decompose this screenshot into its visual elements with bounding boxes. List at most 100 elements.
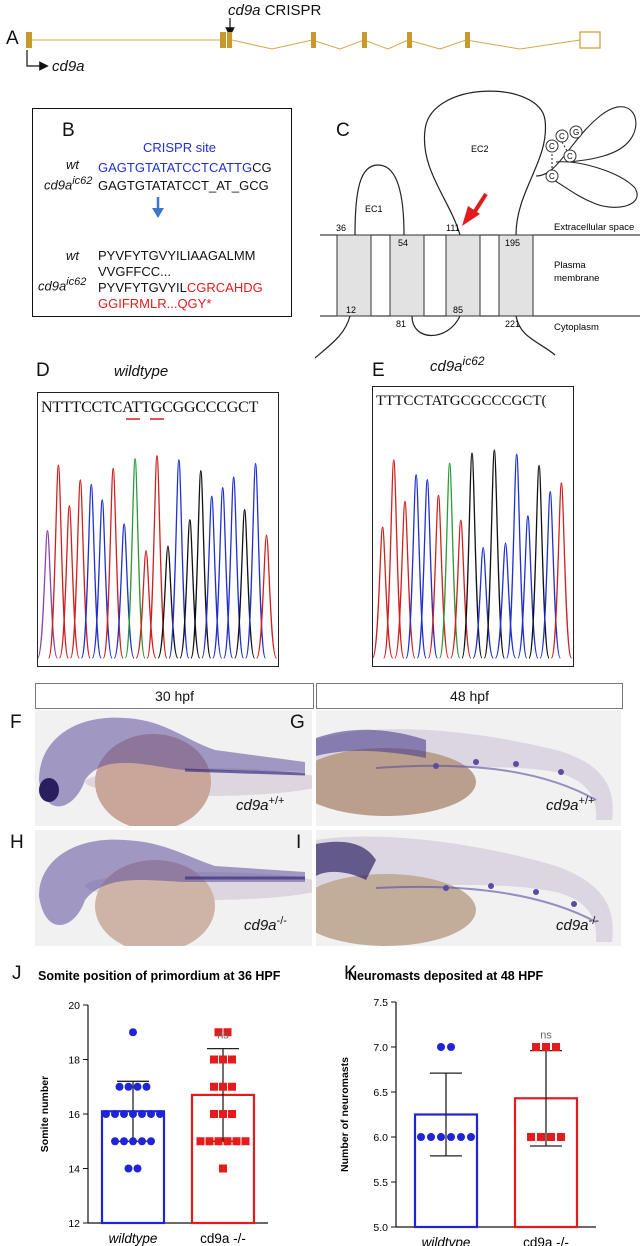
data-point [219, 1164, 227, 1173]
ic-loop [411, 315, 461, 337]
down-arrow-icon [152, 197, 164, 218]
trace-peak-T [256, 534, 278, 659]
trace-peak-T [373, 526, 394, 659]
wildtype-trace-peaks [38, 455, 278, 659]
y-axis-label: Number of neuromasts [339, 1057, 351, 1172]
data-point [228, 1110, 236, 1118]
embryo-image-i [296, 830, 621, 946]
data-point [214, 1137, 223, 1146]
y-tick-label: 18 [68, 1055, 80, 1067]
trace-peak-C [223, 476, 245, 659]
panel-label-g: G [290, 712, 305, 733]
mutant-base-calls: TTTCCTATGCGCCCGCT( [376, 393, 547, 409]
cys-label-2: C [559, 132, 565, 141]
panel-label-b: B [62, 120, 75, 141]
ec2-subloop-lower [549, 161, 638, 208]
data-point [111, 1110, 119, 1118]
cys-circle-2 [555, 129, 569, 143]
membrane-label-1: Plasma [554, 260, 586, 271]
significance-label: ns [540, 1030, 552, 1042]
mutant-trace-peaks [373, 449, 573, 659]
exon-5 [362, 32, 367, 48]
trace-peak-N [38, 530, 58, 659]
data-point [219, 1110, 227, 1118]
data-point [214, 1028, 223, 1037]
data-point [142, 1082, 151, 1091]
data-point [138, 1137, 146, 1146]
trace-peak-C [168, 459, 190, 659]
panel-label-a: A [6, 28, 19, 49]
col-header-48hpf: 48 hpf [316, 683, 623, 709]
data-point [532, 1043, 540, 1051]
y-tick-label: 12 [68, 1218, 80, 1230]
residue-81: 81 [396, 319, 406, 329]
data-point [223, 1137, 232, 1146]
tm-helix-1 [336, 234, 372, 317]
data-point [133, 1164, 142, 1173]
genotype-g-gene: cd9a [546, 797, 579, 814]
residue-54: 54 [398, 238, 408, 248]
mutant-protein-frameshift: CGRCAHDG [186, 280, 263, 295]
data-point [120, 1110, 128, 1118]
y-axis-label: Somite number [39, 1076, 51, 1152]
y-tick-label: 6.5 [373, 1087, 388, 1099]
data-point [210, 1055, 218, 1064]
residue-111: 111 [446, 223, 460, 233]
wildtype-trace-svg [38, 418, 278, 659]
wt-protein-line1: PYVFYTGVYILIAAGALMM [98, 248, 256, 263]
wt-dna-target: GAGTGTATATCCTCATTG [98, 160, 253, 175]
trace-peak-T [550, 482, 573, 659]
panel-label-e: E [372, 360, 385, 381]
wildtype-trace-title: wildtype [114, 363, 169, 380]
data-point [527, 1133, 535, 1141]
cys-circle-1 [545, 139, 559, 153]
data-point [447, 1133, 455, 1141]
ec2-loop [423, 90, 547, 236]
data-point [457, 1133, 465, 1141]
ec2-label: EC2 [471, 144, 489, 154]
mutant-protein-line2: GGIFRMLR...QGY* [98, 296, 212, 311]
data-point [437, 1133, 445, 1141]
data-point [124, 1164, 133, 1173]
crispr-site-title: CRISPR site [143, 140, 216, 155]
data-point [557, 1133, 565, 1141]
data-point [115, 1082, 124, 1091]
protein-topology-diagram: C C G C C EC1 EC2 36 54 111 195 12 81 85… [314, 90, 640, 359]
data-point [241, 1137, 250, 1146]
trace-peak-G [157, 545, 179, 659]
data-point [219, 1055, 227, 1064]
panel-label-c: C [336, 120, 350, 141]
y-tick-label: 5.0 [373, 1222, 388, 1234]
ec1-loop [354, 164, 405, 236]
y-tick-label: 16 [68, 1109, 80, 1121]
data-point [437, 1043, 445, 1051]
data-point [228, 1082, 236, 1091]
membrane-label-2: membrane [554, 273, 599, 284]
panel-label-i: I [296, 832, 302, 853]
data-point [552, 1043, 560, 1051]
cys-label-3: C [567, 152, 573, 161]
chart-somite-position: Somite position of primordium at 36 HPF1… [38, 969, 281, 1246]
data-point [156, 1110, 164, 1118]
mutant-protein-line1: PYVFYTGVYILCGRCAHDG [98, 280, 263, 295]
data-point [467, 1133, 475, 1141]
genotype-i-gene: cd9a [556, 917, 589, 934]
panel-label-h: H [10, 832, 24, 853]
residue-195: 195 [505, 238, 520, 248]
wildtype-chromatogram: NTTTCCTCATTGCGGCCCGCT [37, 392, 279, 667]
cys-label-4: C [549, 172, 555, 181]
panel-label-d: D [36, 360, 50, 381]
data-point [147, 1137, 155, 1146]
genotype-f-sup: +/+ [268, 795, 285, 807]
col-header-30hpf: 30 hpf [35, 683, 314, 709]
ec1-label: EC1 [365, 204, 383, 214]
tm-helix-2 [389, 234, 425, 317]
cys-circle-4 [545, 169, 559, 183]
data-point [228, 1055, 236, 1064]
trace-peak-C [472, 547, 494, 659]
data-point [129, 1028, 137, 1037]
category-label-0: wildtype [422, 1235, 471, 1246]
embryo-g-drawing [296, 729, 613, 820]
data-point [210, 1110, 218, 1118]
genotype-label-g: cd9a+/+ [546, 795, 594, 814]
